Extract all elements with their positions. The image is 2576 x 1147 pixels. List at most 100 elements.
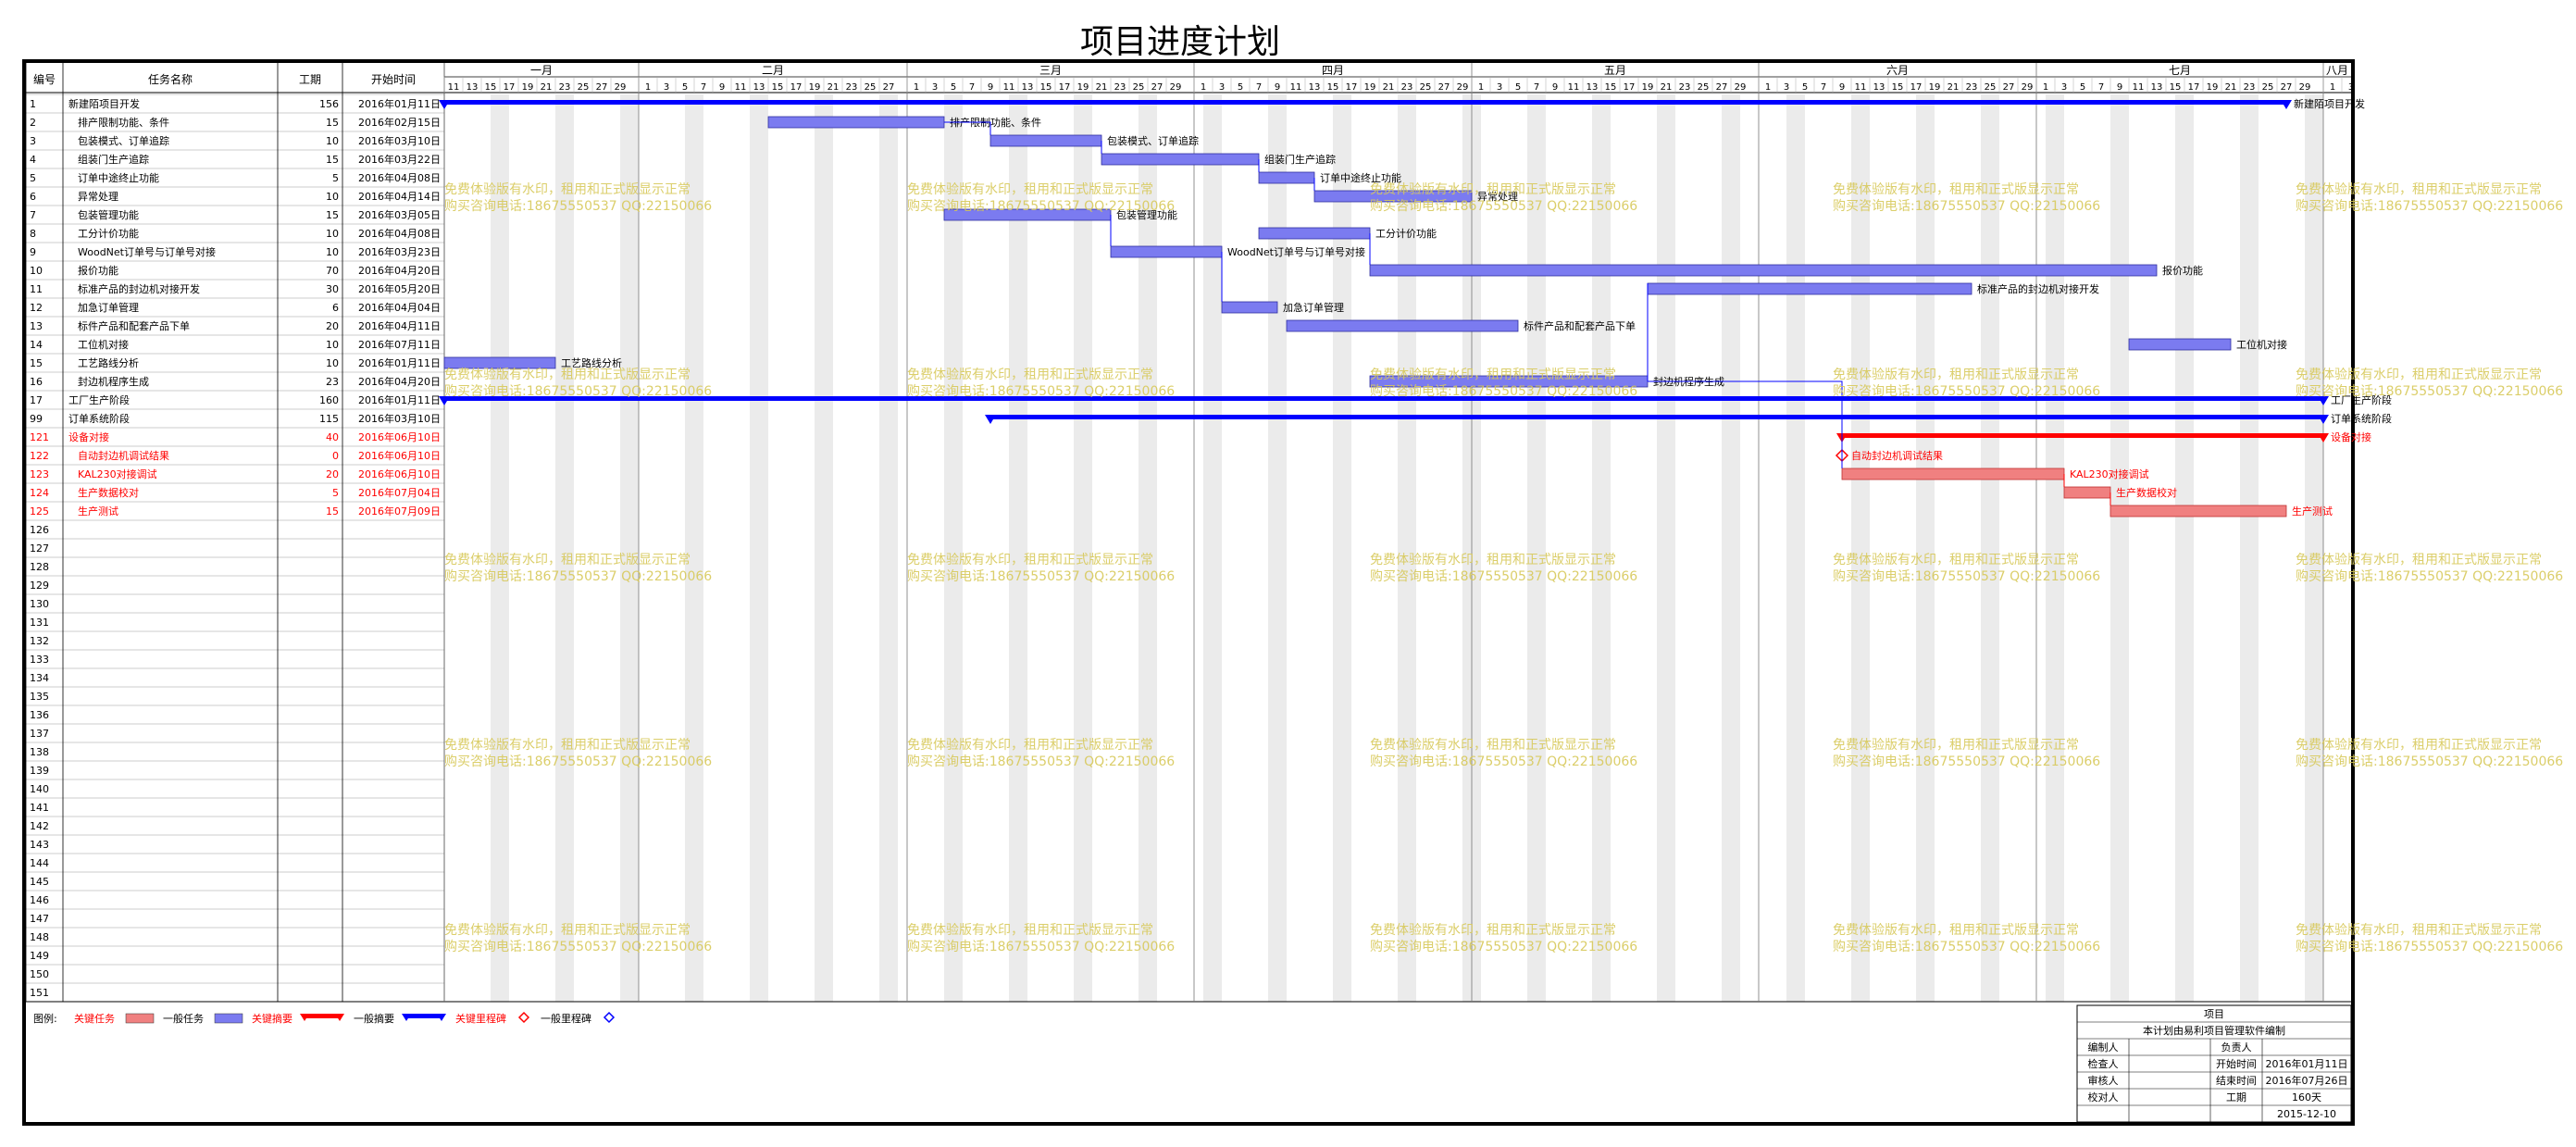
row-id: 140 (30, 783, 49, 795)
row-duration: 40 (326, 431, 339, 443)
day-label: 11 (1290, 82, 1302, 93)
day-label: 19 (1077, 82, 1089, 93)
legend-swatch-task (214, 1013, 243, 1024)
day-label: 27 (2003, 82, 2015, 93)
row-duration: 10 (326, 246, 339, 258)
day-label: 21 (2225, 82, 2237, 93)
weekend-shade (694, 94, 703, 1002)
row-id: 17 (30, 394, 43, 406)
day-label: 1 (1478, 82, 1484, 93)
row-start: 2016年04月11日 (358, 319, 441, 332)
row-start: 2016年04月20日 (358, 264, 441, 277)
day-label: 17 (504, 82, 516, 93)
page-title: 项目进度计划 (1079, 23, 1280, 61)
task-bar (2128, 338, 2232, 351)
day-label: 11 (2133, 82, 2145, 93)
weekend-shade (1333, 94, 1342, 1002)
day-label: 5 (1802, 82, 1808, 93)
task-bar-label: 排产限制功能、条件 (950, 116, 1041, 129)
day-label: 11 (1855, 82, 1867, 93)
weekend-shade (565, 94, 574, 1002)
task-bar (1286, 319, 1519, 332)
task-bar (767, 116, 945, 129)
row-start: 2016年03月23日 (358, 245, 441, 258)
row-start: 2016年01月11日 (358, 356, 441, 369)
info-cell: 审核人 (2088, 1074, 2119, 1087)
task-bar (1313, 190, 1473, 203)
day-label: 19 (1642, 82, 1654, 93)
summary-bar (990, 415, 2323, 419)
chart-frame (22, 59, 2355, 1126)
weekend-shade (815, 94, 824, 1002)
day-label: 23 (559, 82, 571, 93)
day-label: 27 (1438, 82, 1450, 93)
weekend-shade (2314, 94, 2323, 1002)
row-duration: 0 (332, 450, 339, 462)
day-label: 23 (1401, 82, 1413, 93)
row-name: 工分计价功能 (78, 227, 139, 240)
day-label: 19 (522, 82, 534, 93)
row-start: 2016年04月08日 (358, 171, 441, 184)
row-duration: 30 (326, 283, 339, 295)
row-id: 142 (30, 820, 49, 832)
row-id: 15 (30, 357, 43, 369)
weekend-shade (2046, 94, 2055, 1002)
weekend-shade (2120, 94, 2129, 1002)
info-cell: 结束时间 (2216, 1075, 2257, 1087)
day-label: 29 (1735, 82, 1747, 93)
weekend-shade (1268, 94, 1277, 1002)
day-label: 29 (2022, 82, 2034, 93)
row-id: 126 (30, 524, 49, 536)
month-label: 一月 (530, 64, 553, 77)
day-label: 3 (2348, 82, 2354, 93)
row-start: 2016年06月10日 (358, 468, 441, 480)
row-name: 报价功能 (78, 264, 118, 277)
row-start: 2016年01月11日 (358, 393, 441, 406)
legend-item-label: 一般任务 (163, 1013, 204, 1025)
row-start: 2016年03月05日 (358, 208, 441, 221)
row-id: 12 (30, 302, 43, 314)
weekend-shade (1601, 94, 1611, 1002)
day-label: 21 (1948, 82, 1960, 93)
row-start: 2016年01月11日 (358, 97, 441, 110)
row-id: 16 (30, 376, 43, 388)
weekend-shade (750, 94, 759, 1002)
legend-summary-cap (402, 1014, 411, 1021)
summary-end-cap (2318, 396, 2329, 405)
legend-swatch-summary (304, 1014, 341, 1018)
day-label: 27 (596, 82, 608, 93)
summary-end-cap (2281, 100, 2292, 109)
day-label: 7 (969, 82, 975, 93)
row-id: 129 (30, 580, 49, 592)
day-label: 1 (2330, 82, 2335, 93)
row-start: 2016年04月14日 (358, 190, 441, 203)
day-label: 29 (2299, 82, 2311, 93)
day-label: 25 (1420, 82, 1432, 93)
row-start: 2016年03月10日 (358, 134, 441, 147)
day-label: 21 (828, 82, 840, 93)
day-label: 9 (1839, 82, 1845, 93)
day-label: 23 (846, 82, 858, 93)
dependency-line (944, 121, 991, 135)
weekend-shade (2175, 94, 2184, 1002)
row-id: 10 (30, 265, 43, 277)
weekend-shade (879, 94, 889, 1002)
task-bar-label: 包装管理功能 (1116, 208, 1177, 221)
info-cell: 负责人 (2221, 1041, 2252, 1053)
row-id: 125 (30, 505, 49, 517)
day-label: 17 (2188, 82, 2200, 93)
day-label: 23 (1966, 82, 1978, 93)
weekend-shade (1342, 94, 1351, 1002)
row-name: 自动封边机调试结果 (78, 449, 169, 462)
day-label: 23 (1114, 82, 1126, 93)
task-bar (1647, 282, 1972, 295)
day-label: 29 (615, 82, 627, 93)
row-id: 7 (30, 209, 36, 221)
task-bar (989, 134, 1102, 147)
task-bar (1101, 153, 1260, 166)
day-label: 13 (1873, 82, 1885, 93)
row-name: 生产测试 (78, 505, 118, 517)
row-start: 2016年07月09日 (358, 505, 441, 517)
row-id: 137 (30, 728, 49, 740)
